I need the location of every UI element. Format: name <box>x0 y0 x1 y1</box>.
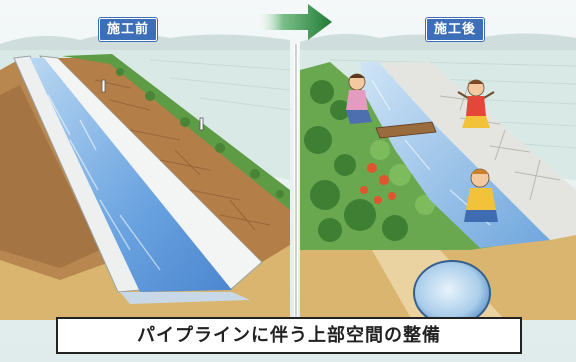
child-sitting <box>346 73 372 124</box>
embankment-right <box>58 58 290 262</box>
paving <box>380 62 576 240</box>
child-playing <box>464 168 498 222</box>
pipe-cross-section <box>413 260 491 326</box>
park-stream <box>360 62 550 248</box>
bridge <box>375 121 437 139</box>
mountains-right <box>300 33 576 52</box>
child-jumping <box>457 79 495 128</box>
before-construction-label: 施工前 <box>99 18 158 41</box>
channel-water <box>30 58 232 292</box>
figure-caption: パイプラインに伴う上部空間の整備 <box>56 317 522 354</box>
after-construction-label: 施工後 <box>426 18 485 41</box>
flowers <box>360 163 396 204</box>
mountains-left <box>0 33 290 52</box>
arrow-right-icon <box>256 4 332 40</box>
